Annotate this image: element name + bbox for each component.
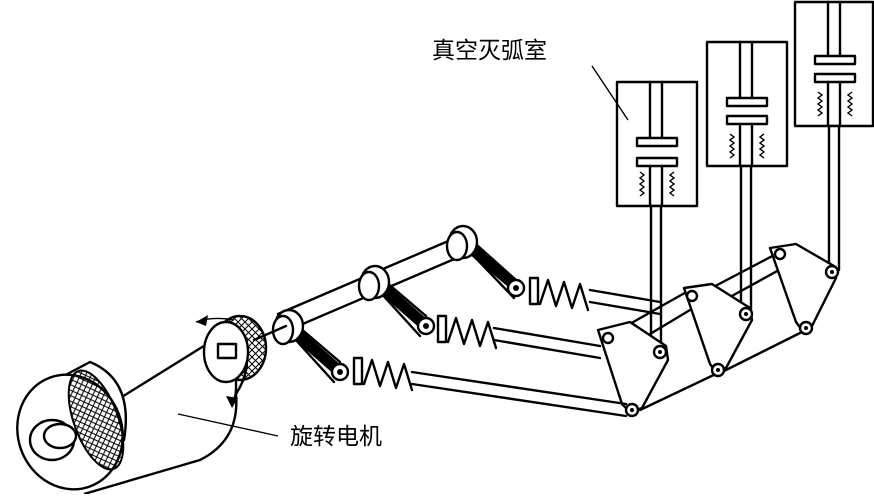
vacuum-interrupter-label: 真空灭弧室 (432, 38, 547, 64)
bell-crank-3 (768, 242, 838, 332)
motor (16, 324, 249, 496)
crank-arms (271, 224, 526, 384)
vacuum-interrupter-3 (793, 0, 874, 128)
vacuum-label-leader (591, 65, 629, 121)
bell-cranks (596, 242, 840, 418)
bell-crank-1 (596, 320, 670, 414)
vacuum-interrupter-2 (705, 40, 789, 168)
rotary-motor-label: 旋转电机 (290, 424, 382, 450)
push-rods (410, 288, 662, 418)
motor-label-leader (177, 413, 279, 437)
bell-crank-2 (682, 282, 754, 374)
compression-springs (352, 276, 590, 392)
coupling (202, 314, 288, 384)
vacuum-interrupter-1 (615, 80, 699, 208)
rotation-arrow-icon (195, 315, 238, 408)
